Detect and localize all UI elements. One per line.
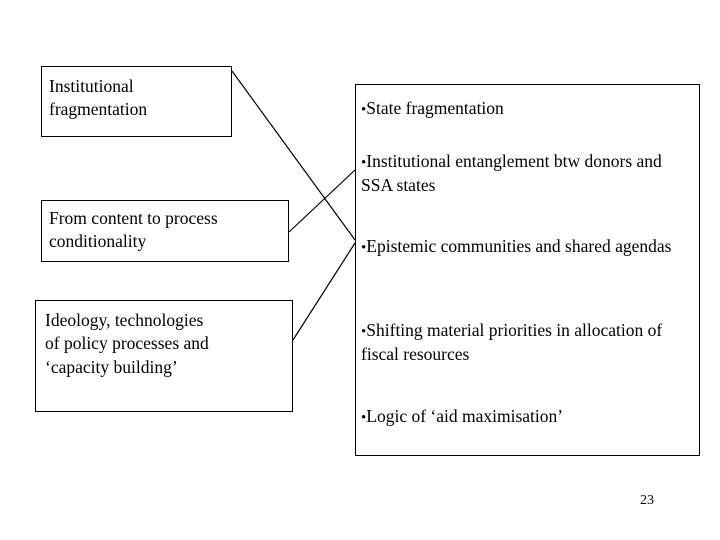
list-item: •Logic of ‘aid maximisation’ — [356, 405, 696, 429]
bullet-marker: • — [361, 155, 367, 171]
box-ideology-technologies: Ideology, technologies of policy process… — [35, 300, 293, 412]
box-ideology-technologies-text: Ideology, technologies of policy process… — [45, 310, 209, 377]
bullet-list: •State fragmentation •Institutional enta… — [356, 85, 699, 455]
list-item: •Shifting material priorities in allocat… — [356, 319, 696, 366]
list-item-label: Epistemic communities and shared agendas — [366, 236, 672, 256]
list-item-label: Shifting material priorities in allocati… — [361, 320, 663, 364]
box-outcomes-bullets: •State fragmentation •Institutional enta… — [355, 84, 700, 456]
list-item: •Institutional entanglement btw donors a… — [356, 150, 696, 197]
bullet-marker: • — [361, 240, 367, 256]
list-item: •Epistemic communities and shared agenda… — [356, 235, 696, 259]
list-item-label: State fragmentation — [366, 98, 504, 118]
box-content-to-process-conditionality: From content to process conditionality — [41, 200, 289, 262]
bullet-marker: • — [361, 102, 367, 118]
list-item-label: Logic of ‘aid maximisation’ — [366, 406, 564, 426]
box-content-to-process-conditionality-text: From content to process conditionality — [49, 208, 218, 252]
bullet-marker: • — [361, 410, 367, 426]
box-institutional-fragmentation-text: Institutional fragmentation — [49, 76, 148, 120]
page-number: 23 — [640, 493, 654, 508]
list-item: •State fragmentation — [356, 97, 696, 121]
list-item-label: Institutional entanglement btw donors an… — [361, 151, 662, 195]
box-institutional-fragmentation: Institutional fragmentation — [41, 66, 232, 137]
bullet-marker: • — [361, 324, 367, 340]
